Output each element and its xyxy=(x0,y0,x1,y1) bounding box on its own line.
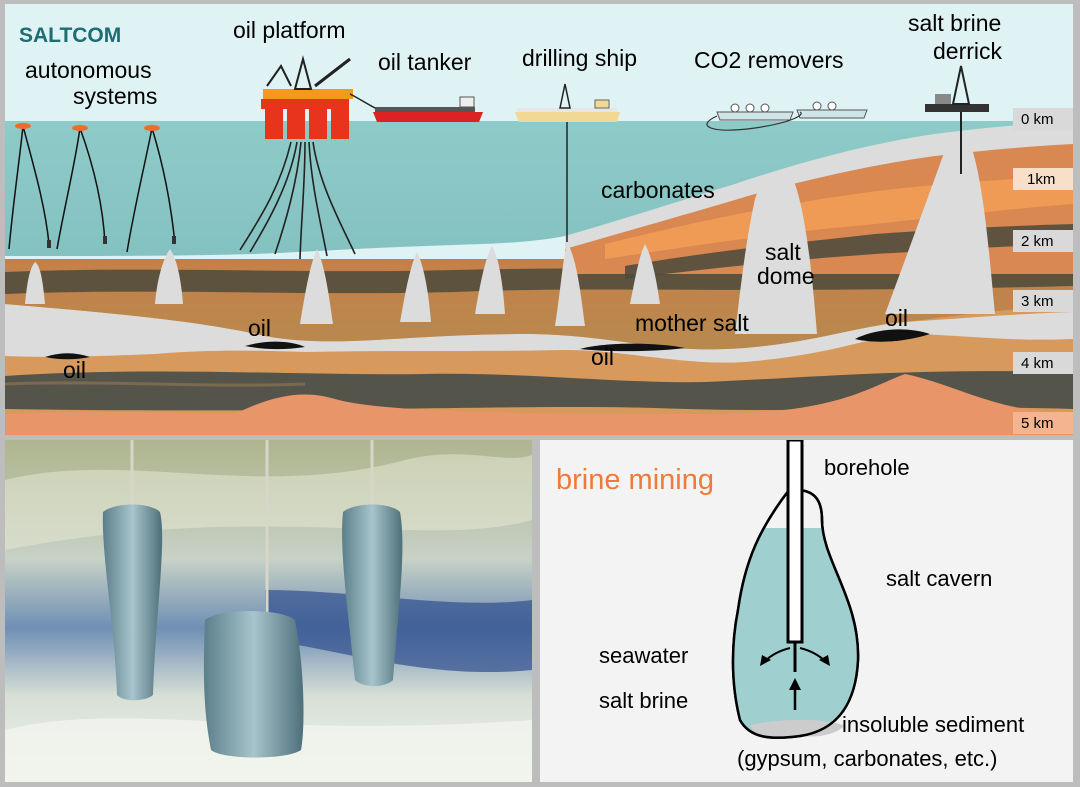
drilling-ship-graphic xyxy=(515,83,620,242)
cross-section-panel: SALTCOM autonomous systems oil platform … xyxy=(5,4,1073,435)
borehole-pipe xyxy=(786,440,804,644)
label-drilling-ship: drilling ship xyxy=(522,45,638,71)
cavern-column-1 xyxy=(102,504,163,701)
depth-scale xyxy=(1013,108,1073,434)
sea xyxy=(5,121,1073,256)
insoluble-sediment xyxy=(750,719,844,738)
oil-platform-graphic xyxy=(239,55,378,260)
label-insoluble-sediment: insoluble sediment xyxy=(842,712,1025,737)
label-oil-3: oil xyxy=(591,344,615,370)
oil-tanker-graphic xyxy=(373,96,483,122)
label-borehole: borehole xyxy=(824,455,910,480)
oil-pockets xyxy=(45,329,930,360)
brine-mining-panel: brine mining borehole salt cavern seawat… xyxy=(540,440,1073,782)
depth-4: 4 km xyxy=(1021,355,1054,372)
label-autonomous-line2: systems xyxy=(73,83,158,109)
basement-mounds xyxy=(5,374,1073,435)
cavern-column-2 xyxy=(203,611,304,758)
sky xyxy=(5,4,1073,124)
depth-2: 2 km xyxy=(1021,233,1054,250)
salt-diapirs xyxy=(25,137,995,334)
label-oil-4: oil xyxy=(885,305,909,331)
label-co2-removers: CO2 removers xyxy=(694,47,844,73)
label-mother-salt: mother salt xyxy=(635,310,749,336)
label-autonomous-line1: autonomous xyxy=(25,57,152,83)
label-oil-tanker: oil tanker xyxy=(378,49,472,75)
label-derrick: derrick xyxy=(933,38,1003,64)
cavern-render-panel xyxy=(5,440,532,782)
label-seawater: seawater xyxy=(599,643,689,668)
label-salt-dome-line1: salt xyxy=(765,239,801,265)
depth-3: 3 km xyxy=(1021,293,1054,310)
label-salt-cavern: salt cavern xyxy=(886,566,993,591)
co2-removers-graphic xyxy=(706,101,868,131)
label-oil-platform: oil platform xyxy=(233,17,346,43)
label-sediment-examples: (gypsum, carbonates, etc.) xyxy=(737,746,998,771)
label-salt-brine: salt brine xyxy=(908,10,1002,36)
saltcom-brand: SALTCOM xyxy=(19,24,122,47)
brine-mining-title: brine mining xyxy=(556,464,714,496)
autonomous-systems-graphic xyxy=(8,123,176,253)
cavern-column-3 xyxy=(342,504,403,686)
depth-1: 1km xyxy=(1027,171,1056,188)
label-oil-1: oil xyxy=(248,315,272,341)
label-oil-2: oil xyxy=(63,357,87,383)
label-salt-brine: salt brine xyxy=(599,688,689,713)
cavern-render-graphic xyxy=(5,440,532,782)
depth-0: 0 km xyxy=(1021,111,1054,128)
brine-mining-graphic xyxy=(731,440,860,739)
label-salt-dome-line2: dome xyxy=(757,263,815,289)
depth-5: 5 km xyxy=(1021,415,1054,432)
salt-brine-derrick-graphic xyxy=(925,65,989,174)
cross-section-graphic xyxy=(5,4,1073,435)
label-carbonates: carbonates xyxy=(601,177,715,203)
